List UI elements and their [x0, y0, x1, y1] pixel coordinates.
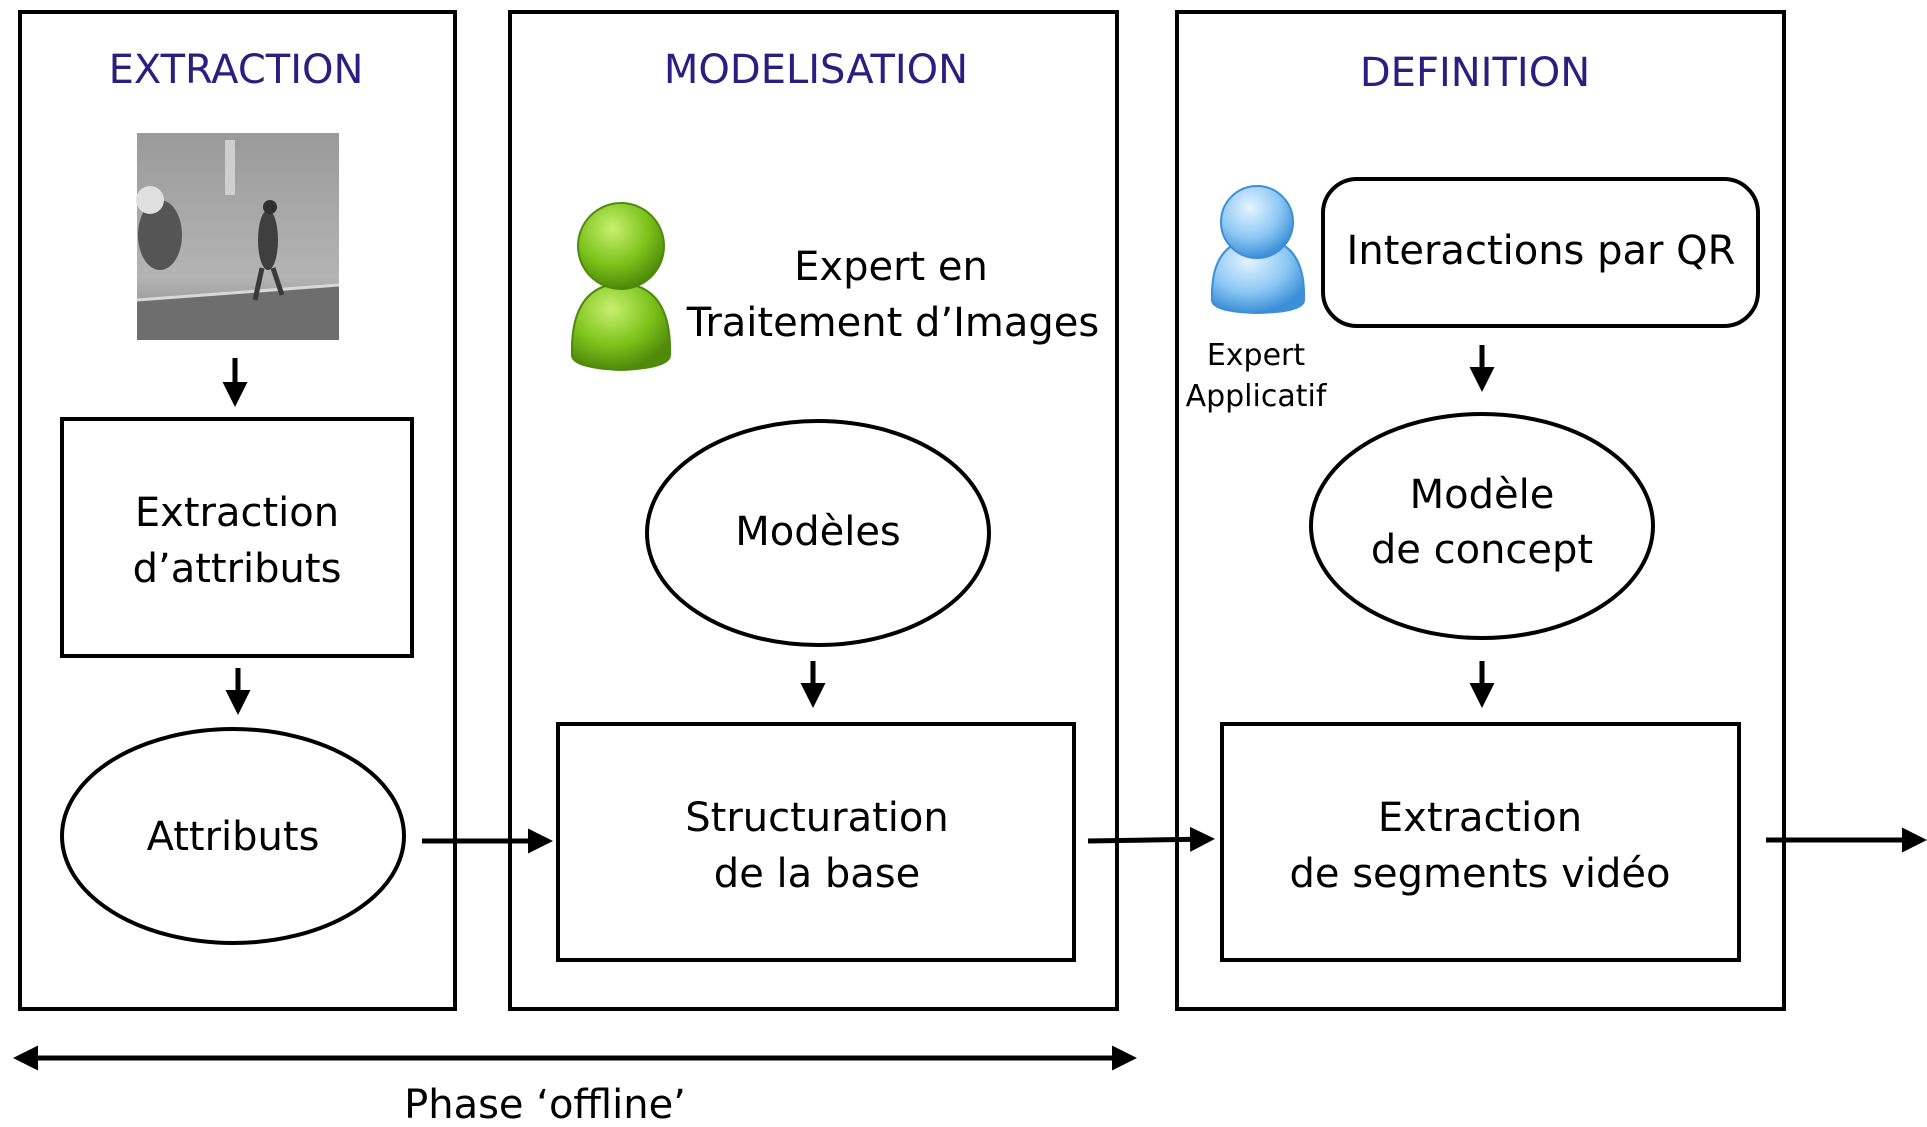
attributs-label: Attributs: [147, 814, 320, 860]
panel-definition-frame: [1175, 10, 1786, 1011]
panel-definition-title: DEFINITION: [1360, 50, 1590, 96]
structuration-label: Structuration: [685, 795, 948, 841]
modele-concept-label: Modèle: [1410, 472, 1555, 518]
modele-concept-label-2: de concept: [1371, 527, 1593, 573]
panel-modelisation: MODELISATION Expert en Traitement d’Imag…: [508, 10, 1119, 1011]
attribute-extraction-label: Extraction: [135, 490, 339, 536]
modeles-ellipse: [645, 419, 991, 647]
expert-image-label-2: Traitement d’Images: [686, 300, 1099, 346]
interactions-qr-label: Interactions par QR: [1347, 228, 1736, 274]
arrow-structuration-to-segments: [1087, 826, 1215, 852]
video-frame-thumbnail: [136, 133, 340, 340]
panel-modelisation-frame: [508, 10, 1119, 1011]
modeles-label: Modèles: [735, 509, 901, 555]
structuration-label-2: de la base: [714, 851, 920, 897]
attribute-extraction-box: [60, 417, 414, 658]
panel-extraction-frame: [18, 10, 457, 1011]
interactions-qr-box: [1321, 177, 1760, 328]
expert-applicatif-label-2: Applicatif: [1186, 379, 1328, 414]
user-green-icon: [570, 202, 672, 372]
panel-modelisation-title: MODELISATION: [664, 47, 968, 93]
structuration-box: [556, 722, 1076, 962]
panel-extraction: EXTRACTION Extraction d’attributs Attrib…: [18, 10, 457, 1011]
phase-offline-label: Phase ‘offline’: [404, 1082, 686, 1127]
user-blue-icon: [1210, 185, 1306, 315]
attribute-extraction-label-2: d’attributs: [133, 546, 342, 592]
expert-applicatif-label: Expert: [1207, 338, 1306, 373]
expert-image-label: Expert en: [794, 244, 988, 290]
segments-box: [1220, 722, 1741, 962]
panel-extraction-title: EXTRACTION: [109, 47, 364, 93]
segments-label: Extraction: [1378, 795, 1582, 841]
panel-definition: DEFINITION Expert Applicatif Interaction…: [1175, 10, 1786, 1011]
modele-concept-ellipse: [1309, 412, 1655, 640]
attributs-ellipse: [60, 727, 406, 945]
segments-label-2: de segments vidéo: [1290, 851, 1671, 897]
